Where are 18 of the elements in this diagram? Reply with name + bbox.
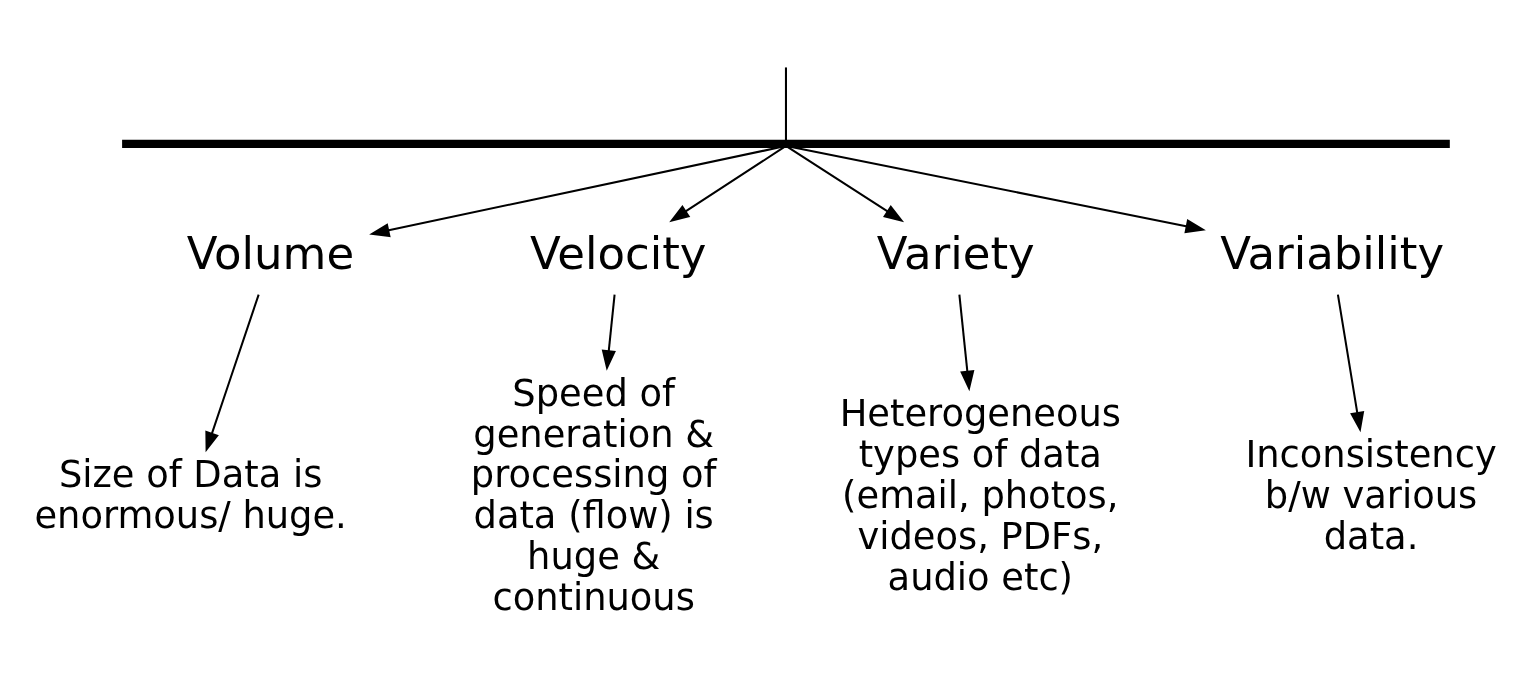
arrow	[787, 146, 905, 223]
arrow	[601, 294, 616, 371]
node-text: Velocity	[529, 226, 707, 280]
arrow	[1336, 294, 1365, 433]
connector	[784, 67, 787, 141]
arrow	[958, 294, 975, 392]
node-text: Size of Data is enormous/ huge.	[34, 453, 347, 538]
arrow	[791, 146, 1206, 234]
arrow	[369, 146, 782, 238]
arrow	[669, 146, 785, 223]
node-text: Heterogeneous types of data (email, photos, videos, PDFs, audio etc)	[839, 392, 1121, 599]
node-text: Variety	[876, 226, 1035, 280]
arrow	[205, 294, 260, 453]
node-bar	[122, 139, 1450, 149]
node-text: Speed of generation & processing of data (flow) is huge & continuous	[470, 371, 717, 620]
node-text: Variability	[1220, 226, 1445, 280]
node-text: Inconsistency b/w various data.	[1245, 432, 1497, 558]
node-text: Volume	[186, 226, 355, 280]
